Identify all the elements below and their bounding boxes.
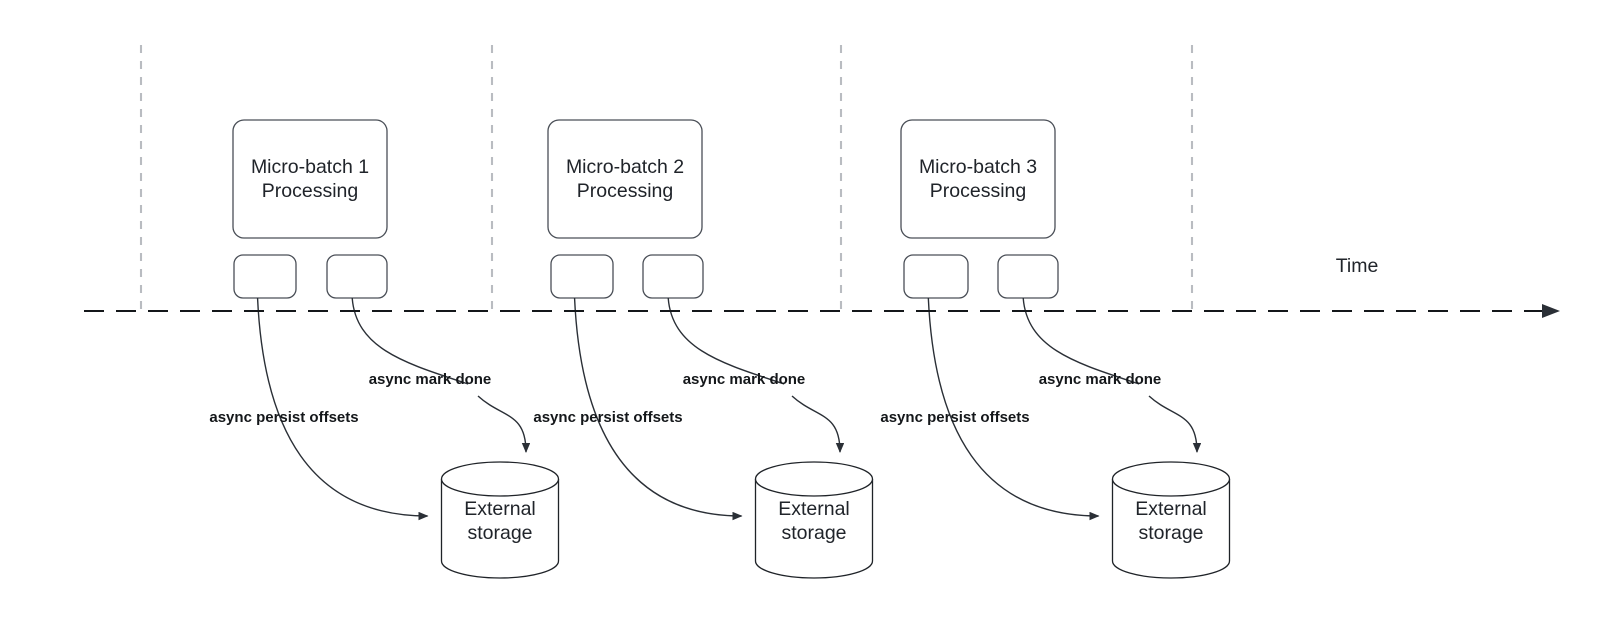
storage-cylinder-top — [440, 461, 560, 497]
micro-batch-2-mark-done-curve-upper — [667, 297, 785, 385]
processing-box[interactable] — [900, 119, 1056, 239]
micro-batch-2-async-persist-offsets-edge — [573, 297, 743, 521]
storage-cylinder-body — [1111, 479, 1231, 579]
external-storage-label-line1: External — [778, 498, 850, 520]
micro-batch-3-persist-offsets-task[interactable] — [903, 254, 969, 299]
time-axis: Time — [84, 255, 1560, 318]
processing-box-label-line1: Micro-batch 1 — [251, 156, 369, 178]
external-storage-label-line1: External — [464, 498, 536, 520]
micro-batch-1-mark-done-task[interactable] — [326, 254, 388, 299]
storage-cylinder-top — [1111, 461, 1231, 497]
processing-box-label-line1: Micro-batch 2 — [566, 156, 684, 178]
storage-cylinder-body — [440, 479, 560, 579]
processing-box[interactable] — [232, 119, 388, 239]
processing-box-label-line2: Processing — [577, 180, 673, 202]
batch-boundary-lines — [139, 45, 1194, 311]
micro-batch-3-async-persist-offsets-edge — [927, 297, 1100, 521]
micro-batch-3-mark-done-task[interactable] — [997, 254, 1059, 299]
micro-batch-1-mark-done-curve-upper — [351, 297, 469, 385]
batch-groups: Micro-batch 1ProcessingExternalstorageas… — [209, 119, 1231, 579]
storage-cylinder-body — [754, 479, 874, 579]
micro-batch-3-mark-done-curve-upper — [1022, 297, 1140, 385]
micro-batch-2-async-mark-done-edge — [791, 395, 845, 453]
micro-batch-1-async-persist-offsets-edge — [256, 297, 429, 521]
micro-batch-1-persist-offsets-task[interactable] — [233, 254, 297, 299]
processing-box[interactable] — [547, 119, 703, 239]
processing-box-label-line1: Micro-batch 3 — [919, 156, 1037, 178]
external-storage-label-line2: storage — [1138, 522, 1203, 544]
external-storage-label-line1: External — [1135, 498, 1207, 520]
external-storage-label-line2: storage — [781, 522, 846, 544]
micro-batch-2-async-persist-offsets-edge-label: async persist offsets — [533, 409, 682, 426]
micro-batch-3-async-mark-done-edge-label: async mark done — [1039, 371, 1162, 388]
micro-batch-3-async-mark-done-edge — [1148, 395, 1202, 453]
micro-batch-1-async-mark-done-edge — [477, 395, 531, 453]
storage-cylinder-top — [754, 461, 874, 497]
micro-batch-3-async-persist-offsets-edge-label: async persist offsets — [880, 409, 1029, 426]
processing-box-label-line2: Processing — [930, 180, 1026, 202]
micro-batch-2-persist-offsets-task[interactable] — [550, 254, 614, 299]
external-storage-label-line2: storage — [467, 522, 532, 544]
micro-batch-1-async-mark-done-edge-label: async mark done — [369, 371, 492, 388]
micro-batch-1-async-persist-offsets-edge-label: async persist offsets — [209, 409, 358, 426]
micro-batch-2-mark-done-task[interactable] — [642, 254, 704, 299]
timeline-arrow-icon — [1542, 304, 1560, 318]
time-axis-label: Time — [1336, 255, 1379, 277]
micro-batch-2-async-mark-done-edge-label: async mark done — [683, 371, 806, 388]
processing-box-label-line2: Processing — [262, 180, 358, 202]
